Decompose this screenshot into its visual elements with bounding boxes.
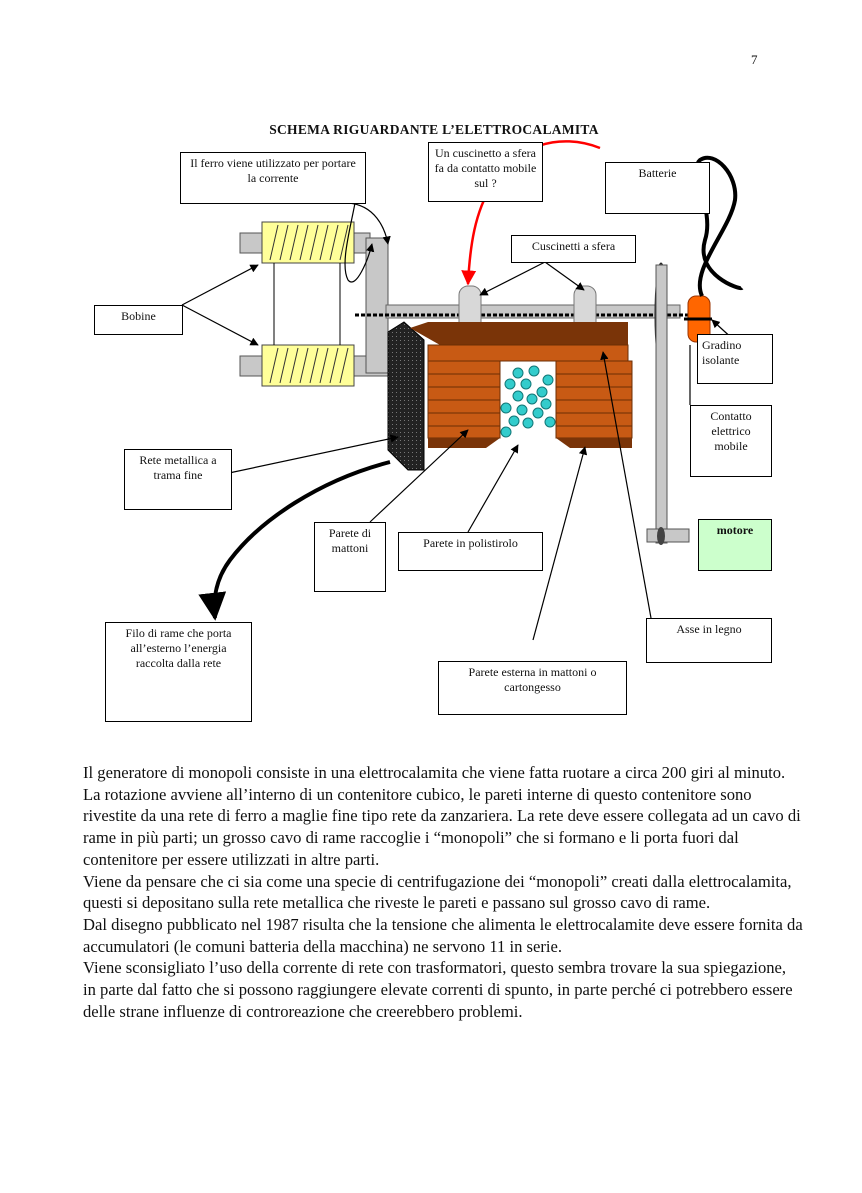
label-batterie: Batterie bbox=[605, 162, 710, 214]
electromagnet-diagram bbox=[181, 140, 744, 641]
label-parete-mattoni: Parete di mattoni bbox=[314, 522, 386, 592]
brick-wall bbox=[410, 322, 633, 448]
label-filo-rame: Filo di rame che porta all’esterno l’ene… bbox=[105, 622, 252, 722]
label-contatto: Contatto elettrico mobile bbox=[690, 405, 772, 477]
lower-coil bbox=[239, 344, 391, 387]
paragraph: Viene sconsigliato l’uso della corrente … bbox=[83, 958, 793, 1021]
upper-coil bbox=[239, 221, 371, 264]
page-number: 7 bbox=[751, 52, 758, 67]
copper-wire-arrow bbox=[198, 460, 391, 621]
styrofoam-balls bbox=[500, 365, 556, 438]
label-motore: motore bbox=[698, 519, 772, 571]
iron-yoke bbox=[365, 237, 389, 374]
label-parete-esterna: Parete esterna in mattoni o cartongesso bbox=[438, 661, 627, 715]
label-ferro: Il ferro viene utilizzato per portare la… bbox=[180, 152, 366, 204]
paragraph: Il generatore di monopoli consiste in un… bbox=[83, 763, 801, 869]
body-text: Il generatore di monopoli consiste in un… bbox=[83, 762, 803, 1022]
label-cuscinetto-mobile: Un cuscinetto a sfera fa da contatto mob… bbox=[428, 142, 543, 202]
wooden-axis bbox=[655, 264, 668, 544]
label-asse-legno: Asse in legno bbox=[646, 618, 772, 663]
label-rete-metallica: Rete metallica a trama fine bbox=[124, 449, 232, 510]
diagram-title: SCHEMA RIGUARDANTE L’ELETTROCALAMITA bbox=[269, 122, 599, 137]
label-cuscinetti: Cuscinetti a sfera bbox=[511, 235, 636, 263]
metal-mesh bbox=[387, 321, 425, 471]
label-bobine: Bobine bbox=[94, 305, 183, 335]
paragraph: Dal disegno pubblicato nel 1987 risulta … bbox=[83, 914, 803, 956]
battery-cable bbox=[694, 155, 744, 297]
label-parete-polistirolo: Parete in polistirolo bbox=[398, 532, 543, 571]
paragraph: Viene da pensare che ci sia come una spe… bbox=[83, 871, 792, 913]
label-gradino: Gradino isolante bbox=[697, 334, 773, 384]
